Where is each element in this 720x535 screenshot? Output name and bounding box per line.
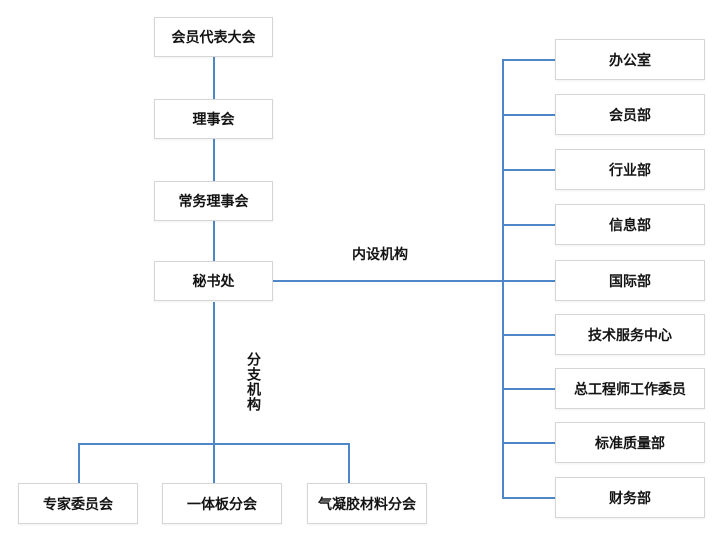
connector-to-chief-engineer-committee (502, 388, 555, 390)
node-member-congress: 会员代表大会 (154, 17, 273, 57)
node-standards-quality-dept: 标准质量部 (555, 422, 705, 463)
node-office: 办公室 (555, 39, 705, 80)
node-aerogel-materials-branch: 气凝胶材料分会 (307, 483, 427, 524)
node-international-dept: 国际部 (555, 260, 705, 301)
node-chief-engineer-committee: 总工程师工作委员 (555, 368, 705, 409)
node-expert-committee: 专家委员会 (18, 483, 138, 524)
internal-group-label: 内设机构 (352, 246, 408, 262)
node-finance-dept: 财务部 (555, 477, 705, 518)
connector-to-tech-service-center (502, 334, 555, 336)
connector-standing-secretariat (213, 221, 215, 261)
connector-congress-board (213, 57, 215, 99)
branch-group-label: 分支机构 (246, 352, 262, 412)
node-secretariat: 秘书处 (154, 261, 273, 301)
connector-to-industry-dept (502, 169, 555, 171)
connector-internal-trunk (502, 59, 504, 497)
node-information-dept: 信息部 (555, 204, 705, 245)
connector-to-office (502, 59, 555, 61)
node-tech-service-center: 技术服务中心 (555, 314, 705, 355)
connector-to-finance-dept (502, 497, 555, 499)
node-board-of-directors: 理事会 (154, 99, 273, 139)
connector-to-information-dept (502, 224, 555, 226)
node-standing-board: 常务理事会 (154, 181, 273, 221)
connector-board-standing (213, 139, 215, 181)
connector-secretariat-internal (273, 280, 555, 282)
connector-branches-horizontal (78, 443, 350, 445)
connector-to-aerogel-branch (348, 443, 350, 483)
connector-to-membership-dept (502, 114, 555, 116)
connector-to-standards-quality-dept (502, 442, 555, 444)
connector-secretariat-branches-trunk (213, 302, 215, 483)
connector-to-expert-committee (78, 443, 80, 483)
node-industry-dept: 行业部 (555, 149, 705, 190)
node-integrated-panel-branch: 一体板分会 (162, 483, 282, 524)
node-membership-dept: 会员部 (555, 94, 705, 135)
